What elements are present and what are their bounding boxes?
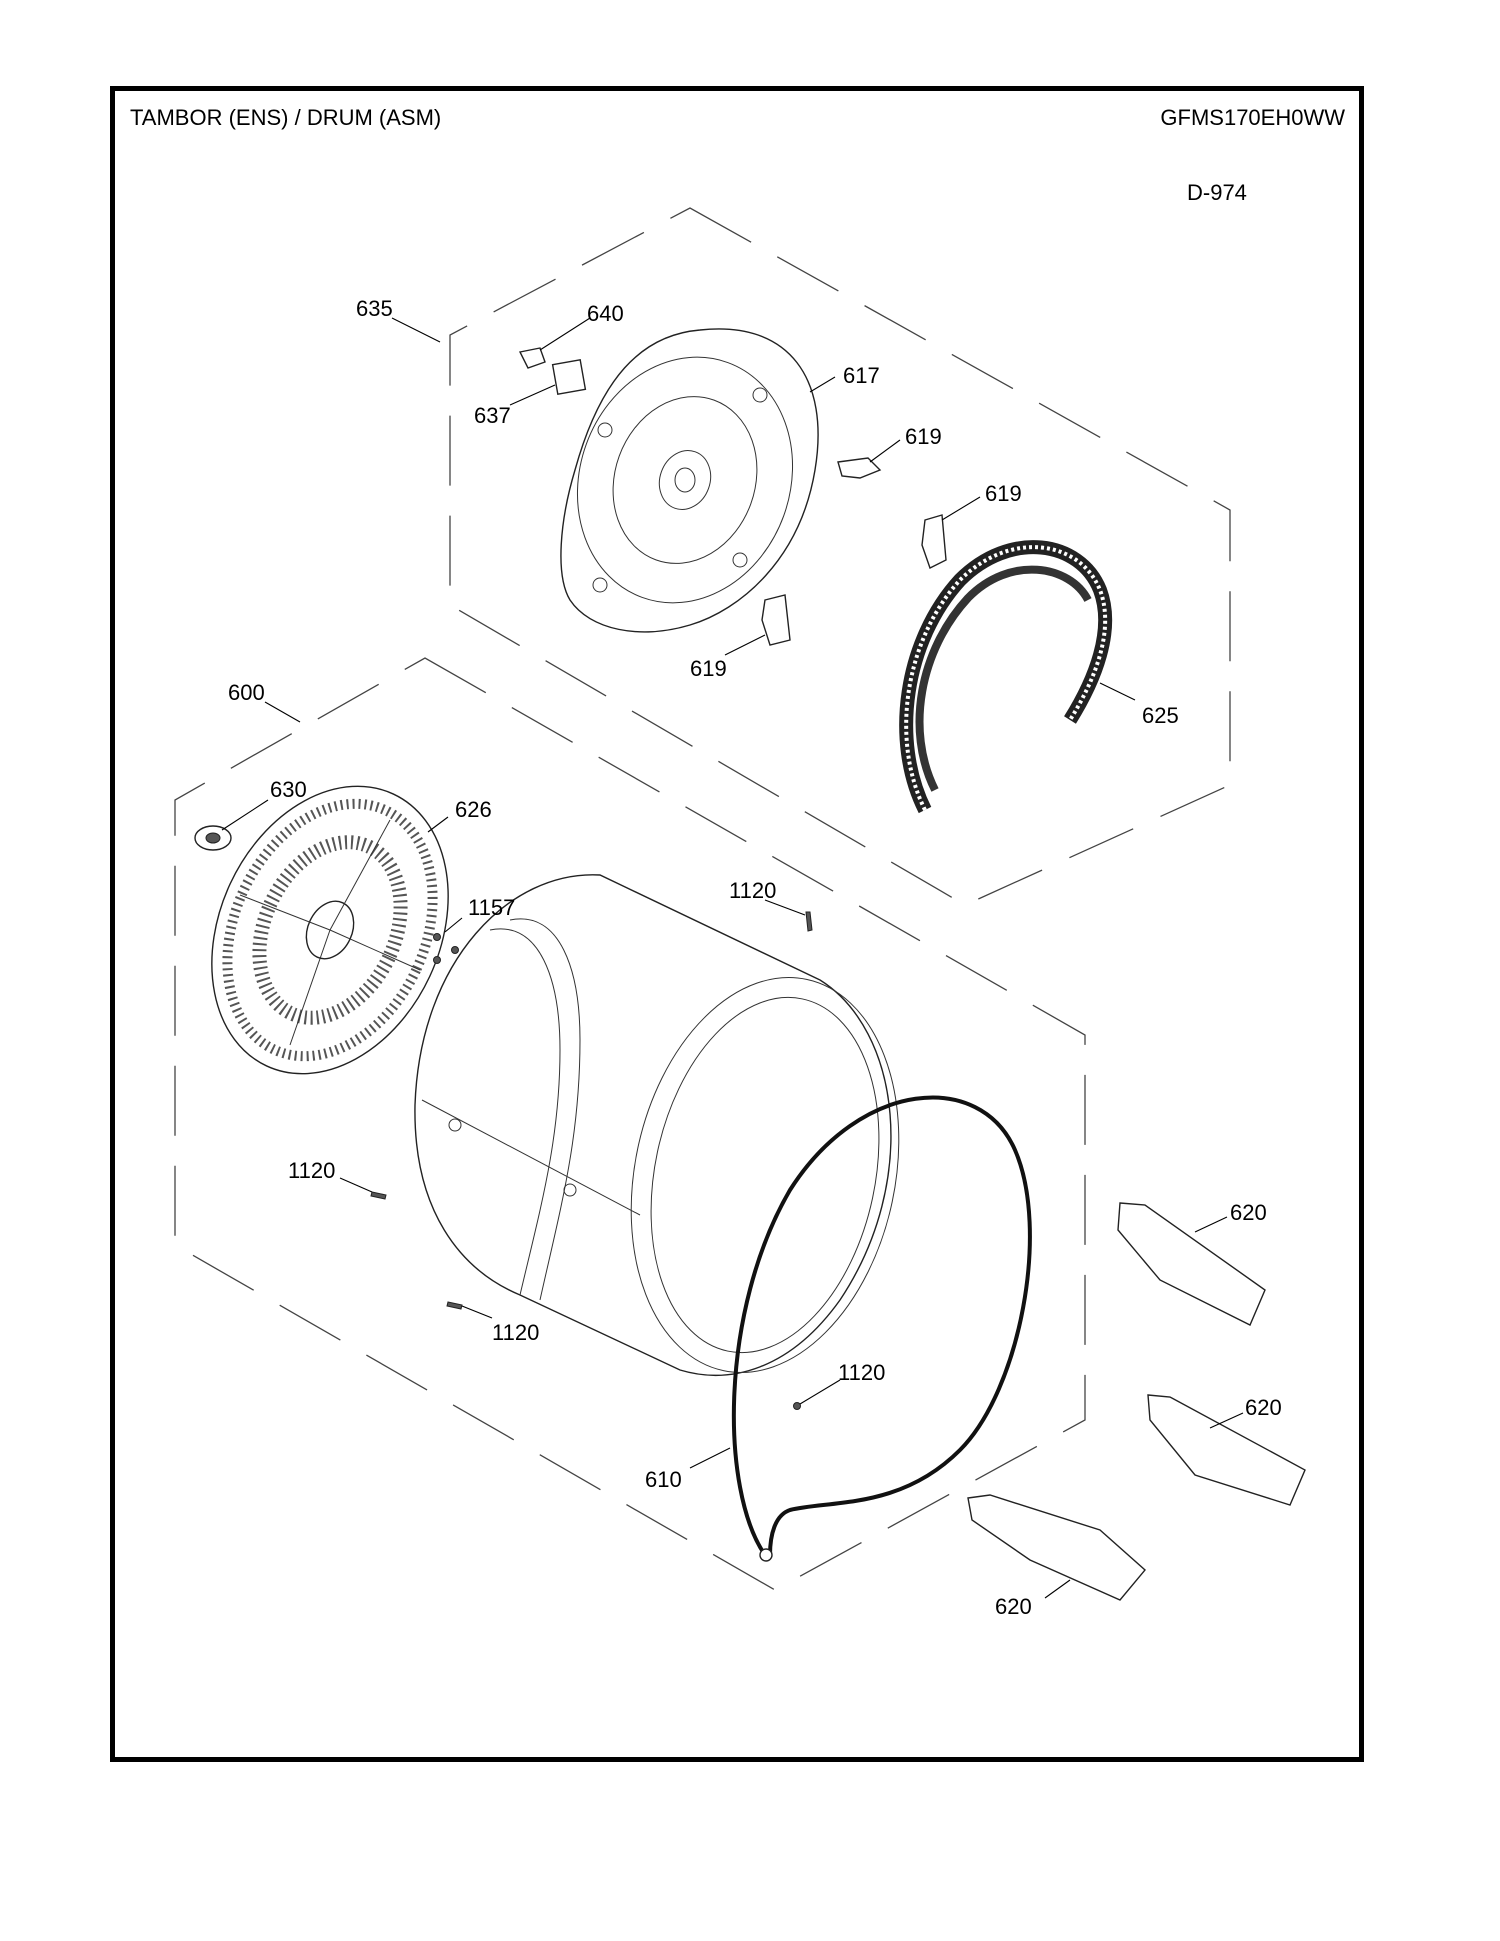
bracket-637 [551,358,587,396]
leader-lines [221,317,1244,1599]
callout-600: 600 [228,680,265,705]
diagram-frame [110,86,1364,1762]
callout-637: 637 [474,403,511,428]
callout-640: 640 [587,301,624,326]
drum-610 [414,874,900,1376]
drum-shaft-630 [194,825,232,851]
group-outline-635 [449,207,1231,906]
callout-610: 610 [645,1467,682,1492]
heater-element-625 [899,540,1113,814]
callout-1120-top: 1120 [729,878,776,903]
drum-belt [731,1095,1032,1557]
drum-baffle-620-top [1117,1202,1266,1326]
callout-626: 626 [455,797,492,822]
screw-1120-right [793,1402,801,1410]
belt-tensioner [759,1548,773,1562]
drum-baffle-620-bottom [967,1494,1146,1601]
callout-620-middle: 620 [1245,1395,1282,1420]
callout-1120-bottom: 1120 [492,1320,539,1345]
callout-1120-left: 1120 [288,1158,335,1183]
callout-635: 635 [356,296,393,321]
callout-625: 625 [1142,703,1179,728]
callout-619-middle: 619 [985,481,1022,506]
screw-1120-bottom [446,1301,463,1310]
drum-back-626 [211,785,449,1075]
callout-620-bottom: 620 [995,1594,1032,1619]
callout-617: 617 [843,363,880,388]
bracket-619-upper [837,457,882,479]
callout-1120-right: 1120 [838,1360,885,1385]
callout-619-lower: 619 [690,656,727,681]
screw-1120-left [370,1191,387,1200]
group-outline-600 [174,657,1086,1591]
bracket-619-lower [761,594,791,646]
callout-619-upper: 619 [905,424,942,449]
rear-bulkhead-617 [560,328,819,633]
callout-620-top: 620 [1230,1200,1267,1225]
clip-640 [518,347,546,369]
screw-1120-top [805,911,813,932]
bracket-619-middle [921,514,947,569]
screws-1157 [433,933,459,964]
callout-630: 630 [270,777,307,802]
drum-baffle-620-middle [1147,1394,1306,1506]
diagram-code: D-974 [1187,180,1247,205]
model-number: GFMS170EH0WW [1160,105,1345,130]
callout-1157: 1157 [468,895,515,920]
diagram-title: TAMBOR (ENS) / DRUM (ASM) [130,105,442,130]
